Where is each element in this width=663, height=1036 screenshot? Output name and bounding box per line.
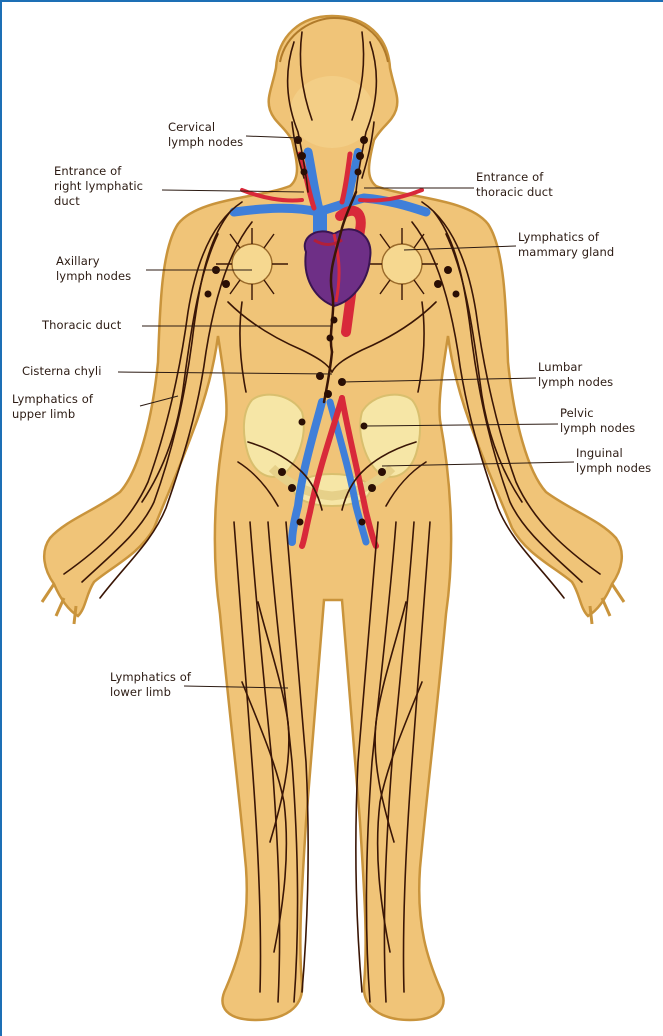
label-pelvic-lymph-nodes: Pelvic lymph nodes — [560, 406, 635, 436]
label-lymphatics-mammary-gland: Lymphatics of mammary gland — [518, 230, 614, 260]
label-lymphatics-lower-limb: Lymphatics of lower limb — [110, 670, 191, 700]
label-lumbar-lymph-nodes: Lumbar lymph nodes — [538, 360, 613, 390]
label-cervical-lymph-nodes: Cervical lymph nodes — [168, 120, 243, 150]
label-cisterna-chyli: Cisterna chyli — [22, 364, 102, 379]
label-lymphatics-upper-limb: Lymphatics of upper limb — [12, 392, 93, 422]
label-entrance-thoracic-duct: Entrance of thoracic duct — [476, 170, 553, 200]
label-inguinal-lymph-nodes: Inguinal lymph nodes — [576, 446, 651, 476]
label-entrance-right-lymphatic-duct: Entrance of right lymphatic duct — [54, 164, 143, 209]
label-axillary-lymph-nodes: Axillary lymph nodes — [56, 254, 131, 284]
label-thoracic-duct: Thoracic duct — [42, 318, 121, 333]
